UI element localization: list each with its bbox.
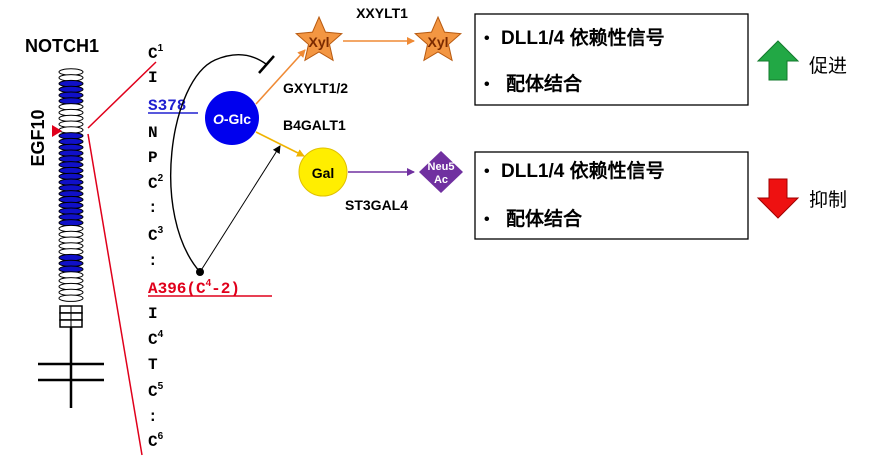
- sequence-residue: :: [148, 252, 158, 270]
- neu5ac-label-line2: Ac: [434, 174, 448, 186]
- sequence-residue: T: [148, 356, 158, 374]
- sequence-residue: N: [148, 124, 158, 142]
- a396-origin-dot: [196, 268, 204, 276]
- outcome-bottom-bullet-1: •: [484, 163, 490, 180]
- lnr-domain: [59, 305, 83, 328]
- enzyme-gxylt: GXYLT1/2: [283, 80, 348, 96]
- outcome-bottom-item-1: DLL1/4 依赖性信号: [501, 159, 665, 182]
- oglc-node: [205, 91, 259, 145]
- xyl-star-shape: [294, 15, 344, 62]
- zoom-line-top: [87, 61, 157, 129]
- sequence-residue: P: [148, 149, 158, 167]
- outcome-bottom-item-2: 配体结合: [506, 207, 583, 230]
- sequence-residue: C4: [148, 329, 164, 349]
- enzyme-xxylt1: XXYLT1: [356, 5, 408, 21]
- outcome-box-bottom: • DLL1/4 依赖性信号 • 配体结合: [474, 151, 749, 240]
- inhibition-curve: [169, 54, 267, 273]
- sequence-residue: C2: [148, 173, 164, 193]
- transmembrane-stalk: [38, 327, 104, 408]
- a396-to-b4galt1-arrow: [199, 145, 281, 273]
- neu5ac-node: [419, 151, 463, 193]
- promote-up-arrow-icon: [756, 40, 800, 81]
- sequence-residue: I: [148, 305, 158, 323]
- sequence-residue: C1: [148, 43, 164, 63]
- enzyme-st3gal4: ST3GAL4: [345, 197, 408, 213]
- neu5ac-label-line1: Neu5: [428, 161, 455, 173]
- protein-name: NOTCH1: [25, 36, 99, 56]
- outcome-top-bullet-2: •: [484, 76, 490, 93]
- egf10-marker-arrow: [52, 125, 62, 137]
- oglc-label: O-Glc: [213, 111, 251, 127]
- xyl-label-2: Xyl: [427, 34, 448, 50]
- sequence-residue: I: [148, 69, 158, 87]
- egf-repeat-stack: [58, 68, 84, 302]
- sequence-residue: S378: [148, 97, 186, 115]
- effect-inhibit: 抑制: [809, 189, 847, 211]
- gal-node: [298, 147, 348, 197]
- sequence-residue: C6: [148, 431, 164, 451]
- outcome-top-item-1: DLL1/4 依赖性信号: [501, 26, 665, 49]
- outcome-box-top: • DLL1/4 依赖性信号 • 配体结合: [474, 13, 749, 106]
- outcome-top-item-2: 配体结合: [506, 72, 583, 95]
- domain-label: EGF10: [28, 109, 48, 166]
- xyl-star-2: [413, 15, 463, 62]
- outcome-top-bullet-1: •: [484, 30, 490, 47]
- outcome-bottom-bullet-2: •: [484, 211, 490, 228]
- inhibit-down-arrow-icon: [756, 178, 800, 219]
- zoom-line-bottom: [87, 133, 143, 456]
- sequence-residue: :: [148, 199, 158, 217]
- sequence-residue: A396(C4-2): [148, 278, 240, 298]
- xyl-star-shape: [413, 15, 463, 62]
- xyl-label-1: Xyl: [308, 34, 329, 50]
- sequence-residue: C3: [148, 225, 164, 245]
- sequence-residue: C5: [148, 381, 164, 401]
- xyl-star-1: [294, 15, 344, 62]
- effect-promote: 促进: [809, 55, 847, 77]
- oglc-to-xyl-arrow: [255, 49, 306, 105]
- enzyme-b4galt1: B4GALT1: [283, 117, 346, 133]
- sequence-residue: :: [148, 408, 158, 426]
- egf-repeat: [58, 294, 84, 302]
- gal-label: Gal: [312, 165, 335, 181]
- oglc-to-gal-arrow: [255, 131, 305, 157]
- inhibition-bar: [258, 55, 275, 74]
